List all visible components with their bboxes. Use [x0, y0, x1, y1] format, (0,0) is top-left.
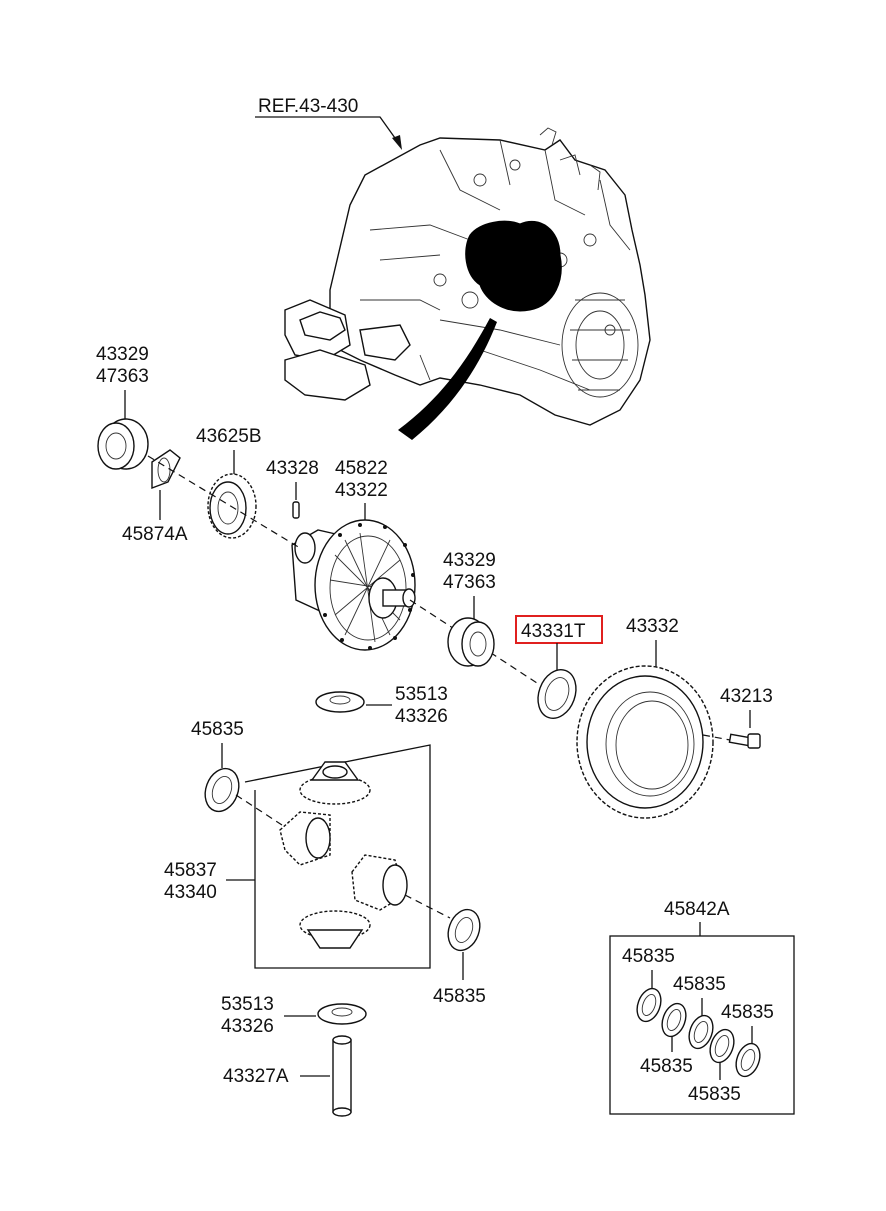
side-washer-bottom[interactable]: [443, 905, 486, 955]
label-washer-b[interactable]: 43326: [395, 706, 448, 727]
label-case-b[interactable]: 43322: [335, 480, 388, 501]
pin[interactable]: [292, 501, 300, 519]
transaxle-housing[interactable]: [284, 127, 651, 440]
housing-opening: [465, 220, 562, 312]
label-bearing-left-a[interactable]: 43329: [96, 344, 149, 365]
label-side-washer-bottom[interactable]: 45835: [433, 986, 486, 1007]
label-kit-2[interactable]: 45835: [673, 974, 726, 995]
label-kit-5[interactable]: 45835: [688, 1084, 741, 1105]
thrust-washer-lower[interactable]: [317, 1003, 367, 1025]
axis-line-gear-left: [235, 794, 283, 826]
shim-left[interactable]: [151, 449, 181, 490]
label-bearing-right-b[interactable]: 47363: [443, 572, 496, 593]
side-gear-upper[interactable]: [299, 761, 371, 805]
kit-washer-5[interactable]: [732, 1040, 764, 1079]
label-lower-washer-a[interactable]: 53513: [221, 994, 274, 1015]
side-gear-lower[interactable]: [299, 910, 371, 949]
kit-box: [609, 935, 795, 1115]
label-kit-4[interactable]: 45835: [640, 1056, 693, 1077]
label-gear-set-b[interactable]: 43340: [164, 882, 217, 903]
bolt[interactable]: [728, 733, 761, 749]
drive-gear[interactable]: [207, 473, 257, 539]
label-shim-right[interactable]: 43331T: [521, 621, 586, 642]
label-kit-3[interactable]: 45835: [721, 1002, 774, 1023]
ref-label[interactable]: REF.43-430: [258, 96, 358, 117]
label-shaft[interactable]: 43327A: [223, 1066, 289, 1087]
ref-leader: [255, 116, 401, 146]
kit-washer-1[interactable]: [633, 985, 665, 1024]
label-gear-set-a[interactable]: 45837: [164, 860, 217, 881]
label-kit-1[interactable]: 45835: [622, 946, 675, 967]
kit-washer-2[interactable]: [658, 1000, 690, 1039]
label-washer-a[interactable]: 53513: [395, 684, 448, 705]
label-bearing-right-a[interactable]: 43329: [443, 550, 496, 571]
ref-arrowhead: [392, 135, 402, 150]
pinion-gear-left[interactable]: [279, 811, 331, 866]
label-lower-washer-b[interactable]: 43326: [221, 1016, 274, 1037]
label-pin[interactable]: 43328: [266, 458, 319, 479]
label-case-a[interactable]: 45822: [335, 458, 388, 479]
kit-washer-3[interactable]: [685, 1012, 717, 1051]
pointer-swoosh: [398, 318, 497, 440]
ring-gear[interactable]: [576, 665, 714, 819]
axis-line-bolt: [702, 734, 731, 741]
label-drive-gear[interactable]: 43625B: [196, 426, 262, 447]
axis-line-left: [147, 455, 301, 549]
side-washer-top[interactable]: [199, 764, 244, 816]
pinion-shaft[interactable]: [332, 1035, 352, 1117]
label-side-washer-top[interactable]: 45835: [191, 719, 244, 740]
thrust-washer-upper[interactable]: [315, 691, 365, 713]
label-bearing-left-b[interactable]: 47363: [96, 366, 149, 387]
label-shim-left[interactable]: 45874A: [122, 524, 188, 545]
gear-set-bracket: [244, 744, 431, 969]
axis-line-gear-right: [404, 894, 451, 919]
label-ring-gear[interactable]: 43332: [626, 616, 679, 637]
kit-washer-4[interactable]: [706, 1026, 738, 1065]
bearing-left[interactable]: [97, 418, 149, 470]
shim-right[interactable]: [532, 664, 583, 723]
differential-case[interactable]: [291, 519, 416, 651]
bearing-right[interactable]: [447, 617, 495, 667]
label-bolt[interactable]: 43213: [720, 686, 773, 707]
label-kit[interactable]: 45842A: [664, 899, 730, 920]
highlight-box: [515, 615, 603, 644]
pinion-gear-right[interactable]: [351, 854, 408, 911]
